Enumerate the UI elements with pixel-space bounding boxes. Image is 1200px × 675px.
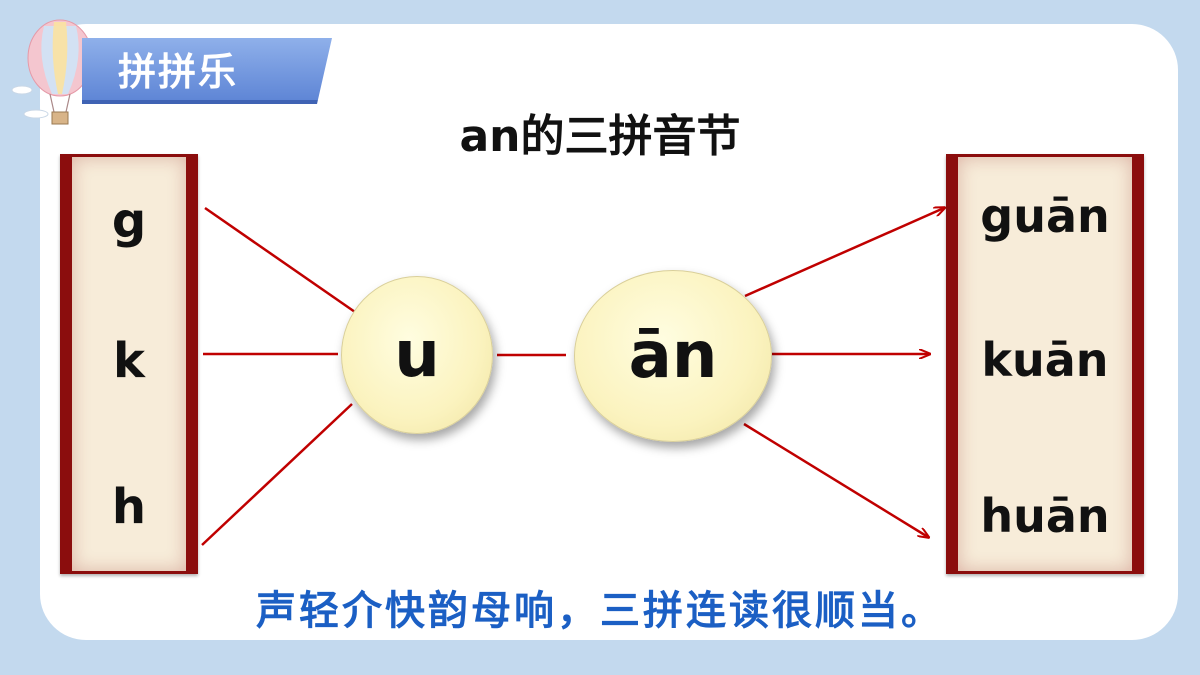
page-title: an的三拼音节	[459, 111, 741, 162]
line-g-to-u	[204, 206, 356, 314]
syllable-huan: huān	[980, 489, 1110, 543]
syllable-guan: guān	[980, 189, 1110, 243]
section-tag-label: 拼拼乐	[118, 49, 239, 94]
syllables-column: guān kuān huān	[946, 154, 1144, 574]
arrow-to-guan	[744, 208, 944, 298]
final-oval: ān	[574, 270, 772, 442]
syllable-kuan: kuān	[981, 333, 1109, 387]
final-label: ān	[628, 319, 718, 393]
line-h-to-u	[201, 403, 353, 546]
arrow-to-huan	[743, 422, 928, 537]
initial-g: g	[111, 193, 147, 249]
initials-column: g k h	[60, 154, 198, 574]
rhyme-text: 声轻介快韵母响，三拼连读很顺当。	[256, 587, 944, 634]
medial-label: u	[394, 318, 440, 392]
initial-k: k	[113, 333, 145, 389]
medial-oval: u	[341, 276, 493, 434]
initial-h: h	[111, 479, 147, 535]
section-tag	[82, 38, 332, 104]
